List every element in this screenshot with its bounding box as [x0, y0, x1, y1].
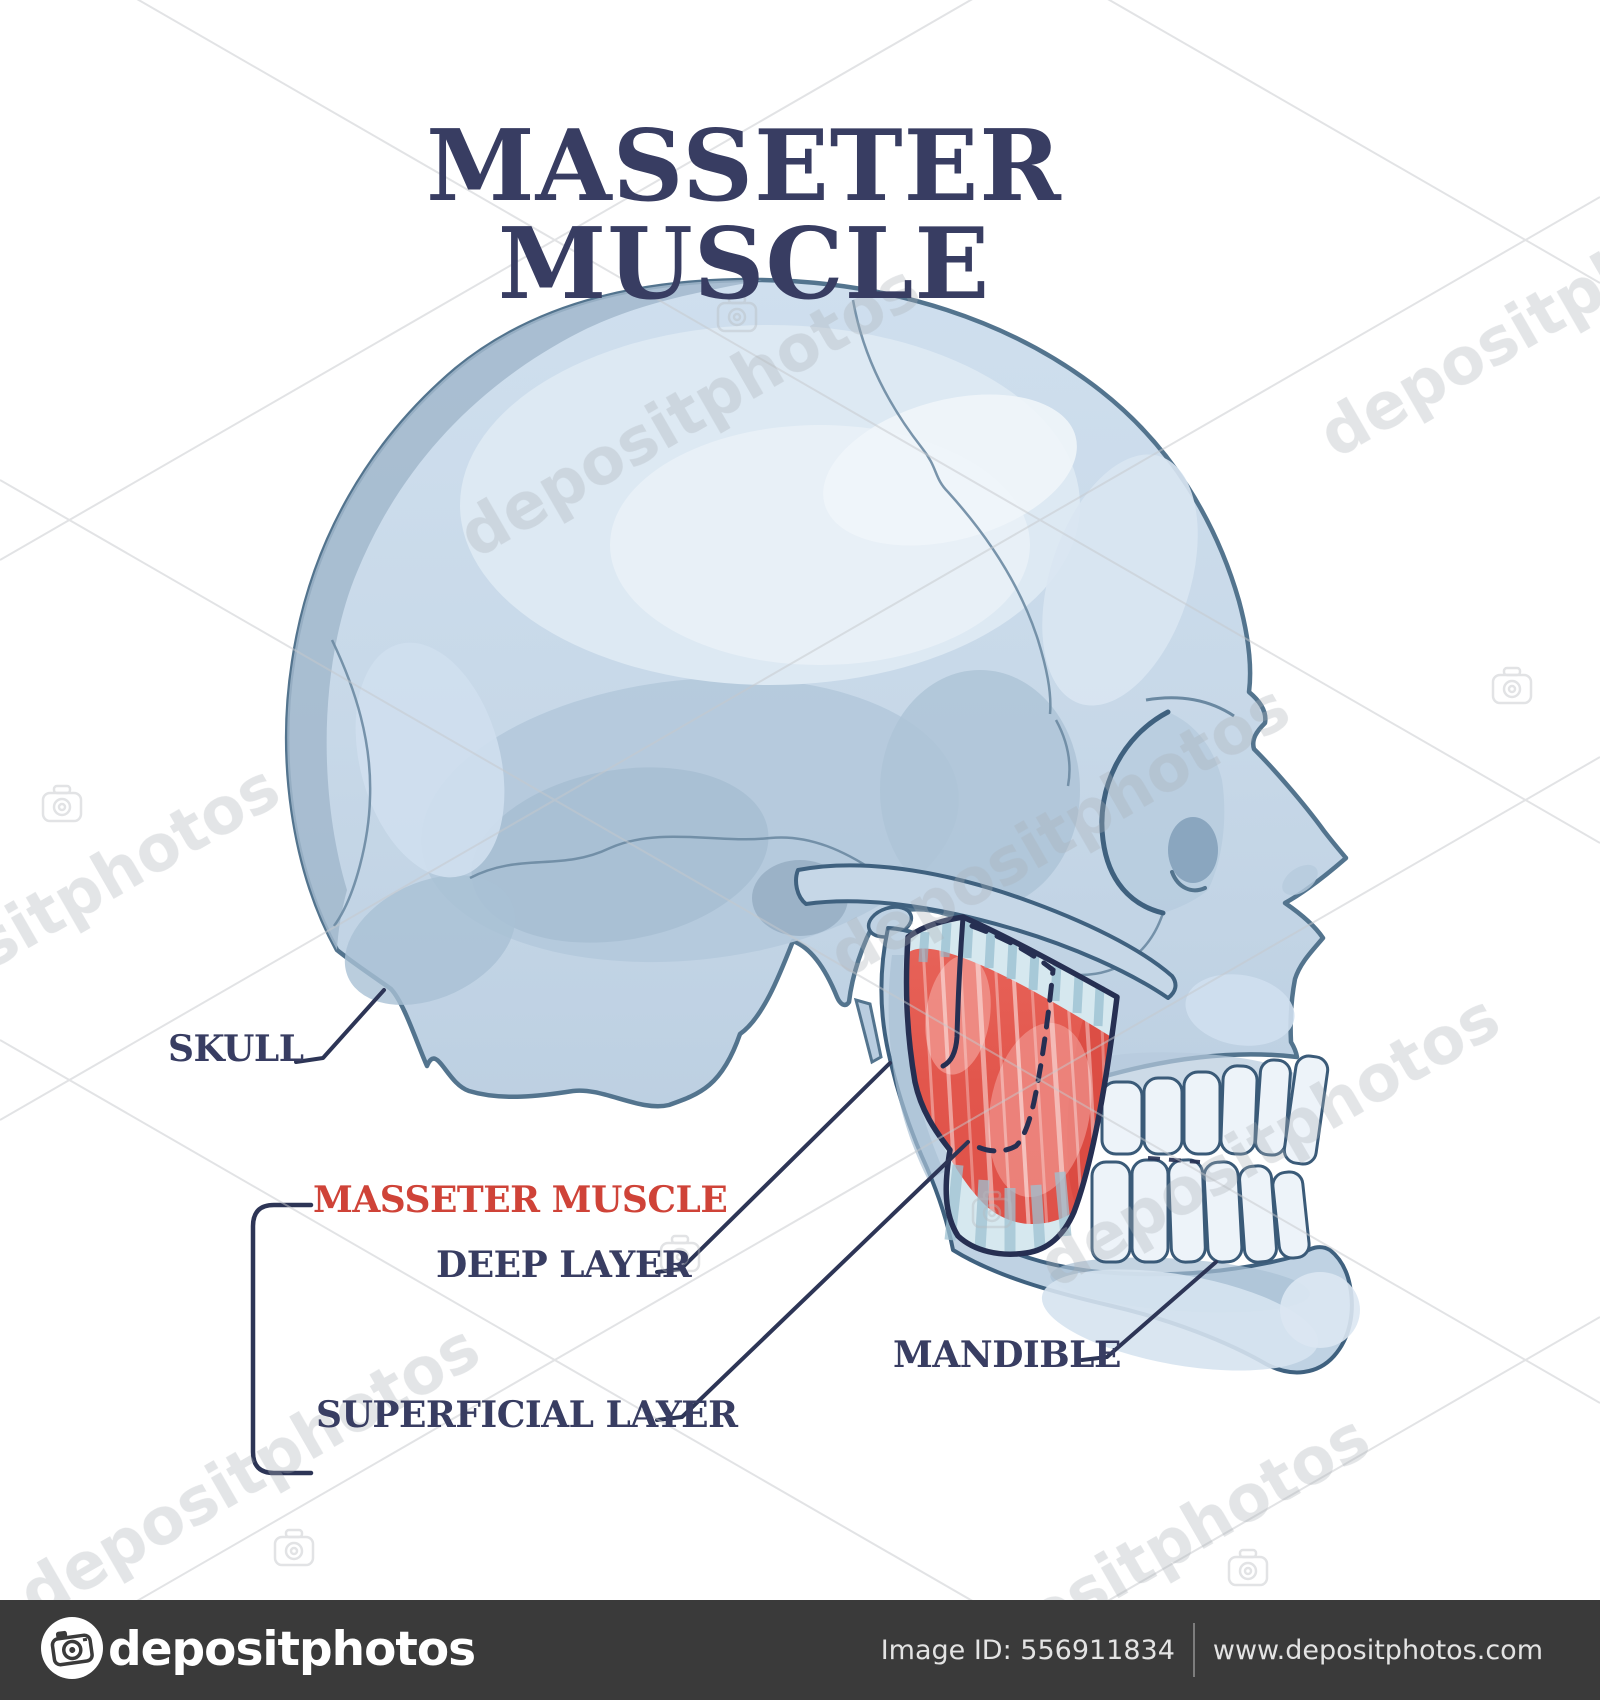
skull-sutures: [330, 299, 1165, 977]
eye-socket: [1099, 696, 1235, 916]
styloid-process: [853, 997, 883, 1065]
watermark-footer-bar: depositphotos Image ID: 556911834 www.de…: [0, 1600, 1600, 1700]
depositphotos-logo-icon: [41, 1617, 103, 1679]
zygomatic-arch: [794, 863, 1178, 1000]
superficial-layer-leader-line: [655, 1140, 970, 1422]
label-bracket: [250, 1202, 314, 1476]
footer-logo: [41, 1617, 103, 1679]
upper-teeth: [1100, 1054, 1330, 1166]
skull-label: SKULL: [168, 1028, 304, 1070]
watermark-text: depositphotos: [7, 1310, 492, 1633]
skull-cranium: [285, 277, 1349, 1109]
page-title: MASSETER MUSCLE: [426, 109, 1062, 322]
lower-teeth: [1090, 1158, 1311, 1264]
masseter-muscle: [903, 914, 1120, 1257]
footer-website-link[interactable]: www.depositphotos.com: [1212, 1634, 1543, 1666]
mandible-leader-line: [1080, 1260, 1218, 1362]
deep-layer-label: DEEP LAYER: [436, 1244, 692, 1286]
footer-divider: [1192, 1623, 1195, 1677]
skull-leader-line: [294, 988, 386, 1064]
footer-image-id: Image ID: 556911834: [880, 1634, 1175, 1666]
footer-brand-text: depositphotos: [108, 1622, 476, 1677]
occlusion-dashed-line: [1147, 1156, 1201, 1164]
superficial-layer-label: SUPERFICIAL LAYER: [316, 1394, 738, 1436]
mandible-label: MANDIBLE: [893, 1334, 1121, 1376]
masseter-muscle-label: MASSETER MUSCLE: [313, 1179, 728, 1221]
